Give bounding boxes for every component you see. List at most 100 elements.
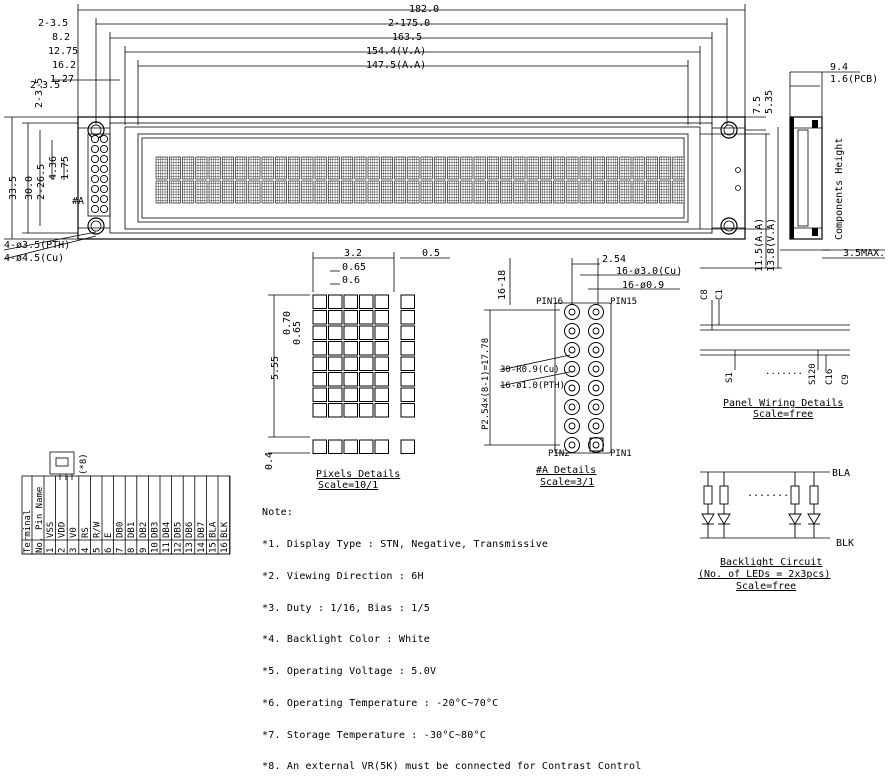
pin-pad: [90, 204, 100, 214]
pixel-dot: [328, 372, 343, 387]
pixel-dot: [312, 341, 327, 356]
dim-hole-offset: 2-3.5: [38, 18, 68, 29]
pin-number: 14: [197, 542, 207, 553]
pin-table-note-mark: (*8): [79, 453, 89, 475]
pin-name: DB7: [197, 522, 207, 538]
dim-va-height: 11.5(A.A): [754, 218, 765, 272]
pixel-dot: [328, 310, 343, 325]
pixel-grid: [312, 294, 415, 454]
pixel-dot: [312, 387, 327, 402]
pixel-dot: [312, 356, 327, 371]
pixel-cursor-dot: [343, 439, 358, 454]
panel-wiring-scale: Scale=free: [753, 409, 813, 420]
pixel-dot: [359, 372, 374, 387]
pixel-dot: [374, 325, 389, 340]
pin-name: VSS: [46, 522, 56, 538]
cu-pads-label: 4-ø4.5(Cu): [4, 253, 64, 264]
led-symbol: [717, 513, 731, 525]
dim-right-7-5: 7.5: [752, 96, 763, 114]
pin-number: 11: [162, 542, 172, 553]
dim-hole-pitch: 2-175.0: [388, 18, 430, 29]
pin-pad: [99, 134, 109, 144]
character-cells: [155, 156, 685, 204]
led-symbol: [701, 513, 715, 525]
dim-side-thickness: 9.4: [830, 62, 848, 73]
backlight-scale: Scale=free: [736, 581, 796, 592]
pixels-details-title: Pixels Details: [316, 469, 400, 480]
pin-number: 1: [46, 548, 56, 553]
pixel-dot-next-char: [400, 310, 415, 325]
pixel-dot: [359, 341, 374, 356]
module-outline: [77, 116, 746, 240]
pixel-dot: [312, 372, 327, 387]
wiring-s1: S1: [725, 372, 735, 383]
pin-number: 5: [92, 548, 102, 553]
wiring-c1: C1: [715, 289, 725, 300]
lcd-mechanical-drawing: 182.0 2-3.5 2-175.0 8.2 163.5 12.75 154.…: [3, 4, 885, 592]
note-8: *8. An external VR(5K) must be connected…: [262, 761, 642, 773]
pixel-dim-3-2: 3.2: [344, 248, 362, 259]
pin-pad: [90, 154, 100, 164]
detail-a: 16-18 2.54 16-ø3.0(Cu) 16-ø0.9 PIN16 PIN…: [481, 254, 682, 488]
wiring-c9: C9: [841, 374, 851, 385]
dim-overall-height: 33.5: [8, 176, 19, 200]
backlight-bla: BLA: [832, 468, 850, 479]
pin-name: RS: [81, 527, 91, 538]
pin-pad: [90, 184, 100, 194]
pixel-dim-0-6: 0.6: [342, 275, 360, 286]
dim-aa-offset: 16.2: [52, 60, 76, 71]
side-view: 9.4 1.6(PCB) Components Height 3.5MAX.: [780, 62, 885, 259]
components-height-label: Components Height: [834, 138, 845, 240]
pin-number: 3: [69, 548, 79, 553]
detail-a-pin2: PIN2: [548, 449, 570, 459]
pin-number: 6: [104, 548, 114, 553]
detail-a-pin16: PIN16: [536, 297, 563, 307]
backlight-blk: BLK: [836, 538, 854, 549]
pin-name: BLK: [220, 521, 230, 538]
pin-pad: [90, 164, 100, 174]
pixel-cursor-dot: [359, 439, 374, 454]
led-symbol: [788, 513, 802, 525]
pixel-cursor-dot: [328, 439, 343, 454]
pixel-dot: [374, 341, 389, 356]
pixel-dot: [328, 294, 343, 309]
dim-aa-height: 13.8(V.A): [766, 218, 777, 272]
note-2: *2. Viewing Direction : 6H: [262, 570, 424, 582]
pin-header: [87, 133, 111, 217]
pixel-dot-next-char: [400, 372, 415, 387]
pin-pad: [99, 204, 109, 214]
pixel-dot: [359, 294, 374, 309]
pixel-cursor-dot: [374, 439, 389, 454]
pixel-dot-next-char: [400, 341, 415, 356]
dim-overall-width: 182.0: [409, 4, 439, 15]
pixel-cursor-dot-next: [400, 439, 415, 454]
pin-pad: [90, 134, 100, 144]
dim-bezel-width: 163.5: [392, 32, 422, 43]
mount-hole-bottom-left: [87, 217, 105, 235]
pixel-dot: [343, 325, 358, 340]
detail-a-pin1: PIN1: [610, 449, 632, 459]
detail-a-pth-note: 16-ø1.0(PTH): [500, 381, 565, 391]
dim-top-offset: 2-3.5: [34, 78, 45, 108]
dim-right-5-35: 5.35: [764, 90, 775, 114]
pixel-dot: [343, 341, 358, 356]
dim-char-height: 1.75: [60, 156, 71, 180]
note-5: *5. Operating Voltage : 5.0V: [262, 666, 437, 678]
backlight-circuit: BLA BLK ....... Backlight Circuit (No. o…: [698, 468, 854, 592]
pin-pad: [90, 144, 100, 154]
pixels-details: 3.2 0.65 0.6 0.5 5.55 0.70 0.65 0.4 Pixe…: [264, 248, 450, 491]
pin-number: 9: [139, 548, 149, 553]
note-1: *1. Display Type : STN, Negative, Transm…: [262, 538, 549, 550]
detail-a-hole-dim: 16-ø0.9: [622, 280, 664, 291]
detail-a-span: P2.54×(8-1)=17.78: [481, 338, 491, 430]
pixel-dot: [312, 325, 327, 340]
pin-pad: [99, 154, 109, 164]
notes-block: Note: *1. Display Type : STN, Negative, …: [262, 487, 641, 784]
pin-pad: [99, 144, 109, 154]
pixel-dim-0-4: 0.4: [264, 452, 275, 470]
pin-name: DB5: [174, 522, 184, 538]
pin-pad: [99, 184, 109, 194]
pixel-dot: [374, 294, 389, 309]
pixel-dot: [312, 310, 327, 325]
pixel-dot: [359, 387, 374, 402]
